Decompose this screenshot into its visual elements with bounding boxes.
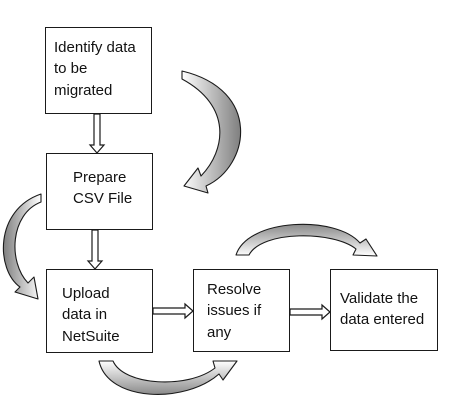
node-upload-line-2: data in <box>62 306 108 324</box>
curved-arrow-resolve-validate <box>235 223 378 257</box>
node-validate-line-2: data entered <box>340 311 425 329</box>
node-validate-data: Validate the data entered <box>330 269 438 351</box>
node-prepare-csv: Prepare CSV File <box>46 153 153 230</box>
node-identify-line-3: migrated <box>54 81 113 99</box>
right-arrow-upload-resolve <box>152 302 194 320</box>
node-prepare-line-1: Prepare <box>73 169 127 186</box>
node-resolve-line-2: issues if <box>207 302 262 320</box>
curved-arrow-identify-prepare <box>181 70 242 194</box>
node-resolve-line-3: any <box>207 323 232 341</box>
node-upload-line-1: Upload <box>62 285 110 302</box>
curved-arrow-upload-resolve <box>98 360 238 395</box>
node-identify-line-2: to be <box>54 60 88 78</box>
node-identify-line-1: Identify data <box>54 39 136 56</box>
node-validate-line-1: Validate the <box>340 290 419 307</box>
node-identify-data: Identify data to be migrated <box>45 27 152 114</box>
node-resolve-issues: Resolve issues if any <box>193 269 290 352</box>
down-arrow-prepare-upload <box>86 229 104 270</box>
node-prepare-line-2: CSV File <box>73 190 133 208</box>
curved-arrow-prepare-upload <box>2 193 42 300</box>
node-resolve-line-1: Resolve <box>207 281 262 298</box>
node-upload-data: Upload data in NetSuite <box>46 269 153 353</box>
node-upload-line-3: NetSuite <box>62 327 120 345</box>
down-arrow-identify-prepare <box>88 113 106 154</box>
right-arrow-resolve-validate <box>289 303 331 321</box>
